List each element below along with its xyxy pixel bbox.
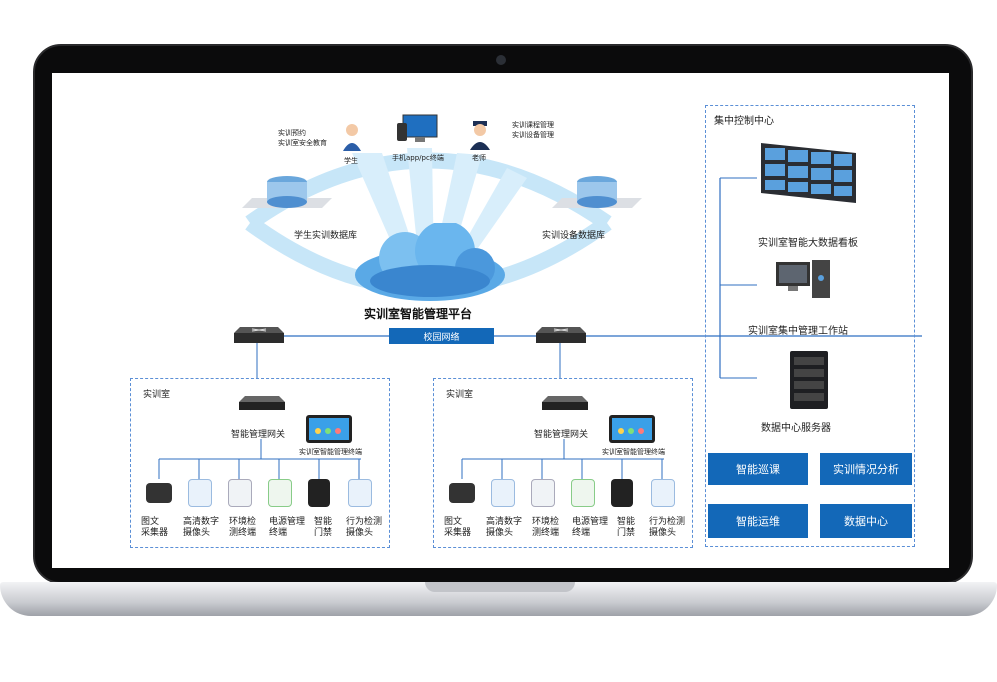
lab2-device-2-label: 环境检测终端: [532, 517, 560, 538]
lab1-device-0: [146, 483, 172, 503]
lab1-device-2: [228, 479, 252, 507]
phone-label: 手机app/pc终端: [392, 154, 444, 162]
lab1-device-5-label: 行为检测摄像头: [346, 517, 383, 538]
terminal-screen-icon: [306, 415, 352, 443]
lab2-device-3: [571, 479, 595, 507]
gateway-label: 智能管理网关: [231, 430, 286, 440]
webcam-icon: [496, 55, 506, 65]
lab1-device-1-label: 高清数字摄像头: [183, 517, 220, 538]
student-label: 学生: [344, 157, 358, 165]
lab1-device-3-label: 电源管理终端: [269, 517, 306, 538]
lab-title: 实训室: [143, 390, 171, 400]
lab2-device-5: [651, 479, 675, 507]
control-item-2: 数据中心服务器: [761, 423, 831, 434]
bigscreen-icon: [761, 138, 856, 208]
workstation-icon: [776, 258, 832, 303]
lab2-device-2: [531, 479, 555, 507]
terminal-device-icon: [397, 113, 439, 148]
lab2-device-1: [491, 479, 515, 507]
teacher-icon: [469, 121, 491, 151]
student-icon: [342, 123, 362, 153]
lab1-device-4: [308, 479, 330, 507]
device-db-label: 实训设备数据库: [542, 231, 606, 241]
gateway-icon: [542, 394, 588, 412]
server-icon: [790, 351, 830, 411]
lab2-device-4: [611, 479, 633, 507]
data-center-button[interactable]: 数据中心: [820, 504, 912, 538]
control-center-title: 集中控制中心: [714, 116, 774, 127]
lab2-device-0-label: 图文采集器: [444, 517, 472, 538]
lab2-device-5-label: 行为检测摄像头: [649, 517, 686, 538]
student-db-label: 学生实训数据库: [294, 231, 358, 241]
teacher-note-2: 实训设备管理: [512, 131, 554, 139]
lab1-device-3: [268, 479, 292, 507]
terminal-label: 实训室智能管理终端: [299, 448, 362, 456]
student-note-1: 实训预约: [278, 129, 306, 137]
campus-network-label: 校园网络: [389, 328, 494, 344]
teacher-label: 老师: [472, 154, 486, 162]
lab2-device-3-label: 电源管理终端: [572, 517, 609, 538]
smart-patrol-button[interactable]: 智能巡课: [708, 453, 808, 485]
terminal-label: 实训室智能管理终端: [602, 448, 665, 456]
lab-box-2: 实训室 智能管理网关 实训室智能管理终端 图文采集器 高清数字摄像头 环境检测终…: [433, 378, 693, 548]
lab1-device-1: [188, 479, 212, 507]
lab1-device-0-label: 图文采集器: [141, 517, 169, 538]
training-analysis-button[interactable]: 实训情况分析: [820, 453, 912, 485]
lab2-device-4-label: 智能门禁: [617, 517, 636, 538]
lab2-device-1-label: 高清数字摄像头: [486, 517, 523, 538]
laptop-notch: [425, 582, 575, 592]
lab-title: 实训室: [446, 390, 474, 400]
device-database: [552, 170, 642, 216]
control-center-box: 集中控制中心 实训室智能大数据看板 实训室集中管理工作站 数据中心服务器 智能巡…: [705, 105, 915, 547]
gateway-icon: [239, 394, 285, 412]
lab-box-1: 实训室 智能管理网关 实训室智能管理终端 图文采集器 高清数字摄像头 环境检测终…: [130, 378, 390, 548]
control-item-0: 实训室智能大数据看板: [758, 238, 858, 249]
lab1-device-2-label: 环境检测终端: [229, 517, 257, 538]
diagram-screen: 学生实训数据库 实训设备数据库 实训预约 实训室安全教育 学生 手机app/pc…: [52, 73, 949, 568]
lab1-device-5: [348, 479, 372, 507]
gateway-label: 智能管理网关: [534, 430, 589, 440]
control-item-1: 实训室集中管理工作站: [748, 326, 848, 337]
student-note-2: 实训室安全教育: [278, 139, 327, 147]
cloud-icon: [350, 221, 510, 303]
lab1-device-4-label: 智能门禁: [314, 517, 333, 538]
smart-ops-button[interactable]: 智能运维: [708, 504, 808, 538]
lab2-device-0: [449, 483, 475, 503]
terminal-screen-icon: [609, 415, 655, 443]
network-switch-left-icon: [234, 323, 284, 345]
network-switch-right-icon: [536, 323, 586, 345]
teacher-note-1: 实训课程管理: [512, 121, 554, 129]
platform-title: 实训室智能管理平台: [364, 307, 473, 321]
student-database: [242, 170, 332, 216]
